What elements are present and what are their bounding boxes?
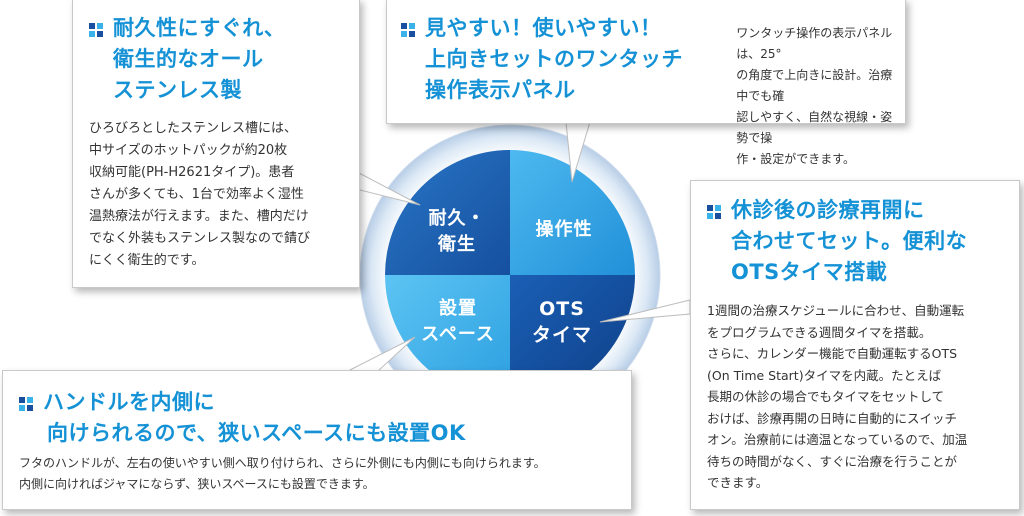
square-grid-icon	[401, 23, 415, 37]
text-line: フタのハンドルが、左右の使いやすい側へ取り付けられ、さらに外側にも内側にも向けら…	[19, 456, 546, 470]
text-line: でなく外装もステンレス製なので錆び	[89, 231, 311, 246]
text-line: 作・設定ができます。	[736, 152, 855, 166]
heading-line: 向けられるので、狭いスペースにも設置OK	[47, 421, 466, 445]
quad-label-durability: 耐久・ 衛生	[412, 192, 502, 272]
square-grid-icon	[19, 397, 33, 411]
quad-label-line: OTS	[539, 298, 585, 320]
heading-line: 休診後の診療再開に	[731, 198, 925, 222]
text-line: 中サイズのホットパックが約20枚	[89, 143, 288, 158]
heading-line: 耐久性にすぐれ、	[113, 16, 286, 40]
quad-label-line: 耐久・	[428, 208, 486, 229]
feature-box-panel: 見やすい！使いやすい！ 上向きセットのワンタッチ 操作表示パネル ワンタッチ操作…	[386, 0, 906, 166]
text-line: 待ちの時間がなく、すぐに治療を行うことが	[707, 453, 958, 469]
quad-label-line: 操作性	[535, 219, 593, 240]
text-line: 温熱療法が行えます。また、槽内だけ	[89, 209, 309, 224]
quad-label-line: タイマ	[531, 324, 592, 346]
quad-label-ots-timer: OTS タイマ	[512, 282, 612, 362]
quad-label-line: 設置	[439, 298, 477, 319]
feature-heading: ハンドルを内側に 向けられるので、狭いスペースにも設置OK	[19, 387, 619, 449]
text-line: さんが多くても、1台で効率よく湿性	[89, 187, 304, 202]
feature-description: ひろびろとしたステンレス槽には、 中サイズのホットパックが約20枚 収納可能(P…	[89, 118, 345, 272]
quad-label-operability: 操作性	[514, 190, 614, 270]
heading-line: 合わせてセット。便利な	[731, 229, 968, 253]
quad-label-line: スペース	[421, 324, 495, 345]
feature-row: 見やすい！使いやすい！ 上向きセットのワンタッチ 操作表示パネル ワンタッチ操作…	[401, 13, 893, 170]
heading-line: ステンレス製	[113, 78, 242, 102]
feature-description: 1週間の治療スケジュールに合わせ、自動運転 をプログラムできる週間タイマを搭載。…	[707, 300, 1009, 494]
heading-line: 上向きセットのワンタッチ	[425, 47, 683, 71]
heading-line: 操作表示パネル	[425, 78, 576, 102]
text-line: (On Time Start)タイマを内蔵。たとえば	[707, 367, 942, 383]
text-line: ひろびろとしたステンレス槽には、	[89, 121, 298, 136]
text-line: ワンタッチ操作の表示パネルは、25°	[736, 26, 893, 61]
text-line: 長期の休診の場合でもタイマをセットして	[707, 389, 945, 404]
quad-label-line: 衛生	[438, 234, 476, 255]
feature-description: ワンタッチ操作の表示パネルは、25° の角度で上向きに設計。治療中でも確 認しや…	[736, 23, 893, 170]
text-line: おけば、診療再開の日時に自動的にスイッチ	[707, 410, 958, 426]
text-line: をプログラムできる週間タイマを搭載。	[707, 324, 932, 340]
feature-box-handle: ハンドルを内側に 向けられるので、狭いスペースにも設置OK フタのハンドルが、左…	[2, 370, 632, 510]
heading-line: ハンドルを内側に	[43, 390, 215, 414]
feature-heading: 休診後の診療再開に 合わせてセット。便利な OTSタイマ搭載	[707, 195, 1009, 288]
text-line: にくく衛生的です。	[89, 253, 205, 268]
quadrant-durability	[385, 150, 510, 275]
text-line: 1週間の治療スケジュールに合わせ、自動運転	[707, 303, 965, 318]
text-line: オン。治療前には適温となっているので、加温	[707, 432, 968, 447]
feature-box-timer: 休診後の診療再開に 合わせてセット。便利な OTSタイマ搭載 1週間の治療スケジ…	[690, 180, 1020, 510]
heading-line: OTSタイマ搭載	[731, 260, 888, 284]
quadrant-operability	[510, 150, 635, 275]
quadrant-space	[385, 275, 510, 400]
heading-line: 見やすい！使いやすい！	[425, 16, 662, 40]
text-line: 内側に向ければジャマにならず、狭いスペースにも設置できます。	[19, 477, 375, 491]
feature-box-durability: 耐久性にすぐれ、 衛生的なオール ステンレス製 ひろびろとしたステンレス槽には、…	[72, 0, 360, 288]
heading-line: 衛生的なオール	[113, 47, 264, 71]
quadrant-ots-timer	[510, 275, 635, 400]
square-grid-icon	[707, 205, 721, 219]
quad-label-space: 設置 スペース	[410, 282, 506, 362]
feature-heading: 耐久性にすぐれ、 衛生的なオール ステンレス製	[89, 13, 345, 106]
feature-description: フタのハンドルが、左右の使いやすい側へ取り付けられ、さらに外側にも内側にも向けら…	[19, 453, 619, 495]
text-line: の角度で上向きに設計。治療中でも確	[736, 68, 893, 103]
text-line: 収納可能(PH-H2621タイプ)。患者	[89, 165, 295, 180]
text-line: さらに、カレンダー機能で自動運転するOTS	[707, 346, 958, 361]
text-line: できます。	[707, 475, 769, 490]
feature-heading: 見やすい！使いやすい！ 上向きセットのワンタッチ 操作表示パネル	[401, 13, 736, 170]
square-grid-icon	[89, 23, 103, 37]
text-line: 認しやすく、自然な視線・姿勢で操	[736, 110, 893, 145]
